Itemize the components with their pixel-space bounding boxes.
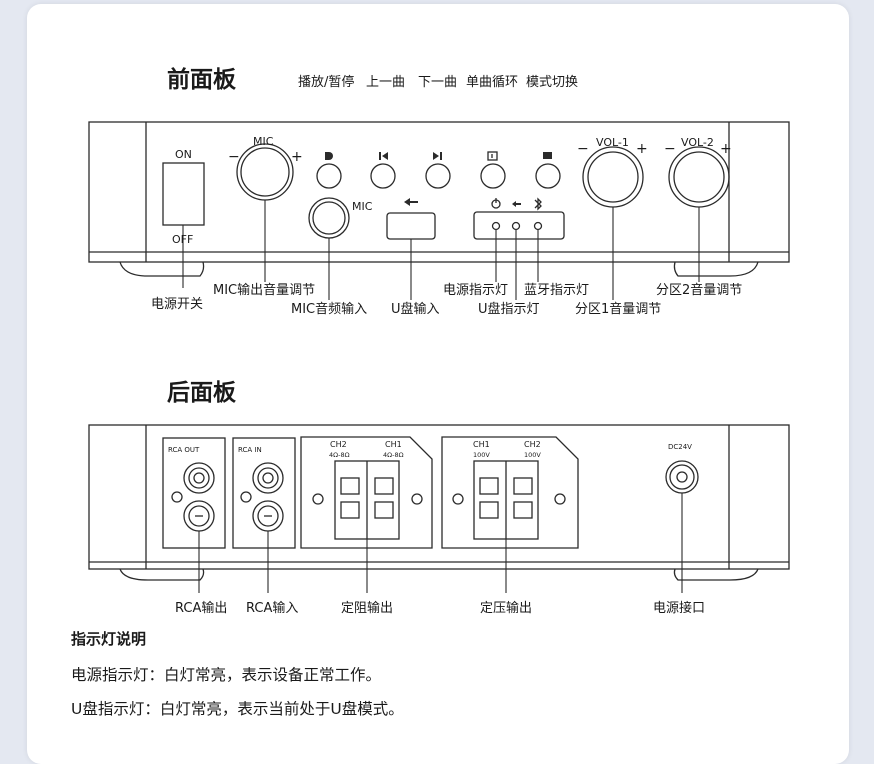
imp-ch1-label: CH1	[385, 440, 402, 449]
next-track-button[interactable]	[425, 163, 451, 189]
fixed-voltage-terminal[interactable]	[441, 436, 579, 549]
single-loop-button[interactable]	[480, 163, 506, 189]
on-label: ON	[175, 148, 192, 161]
prev-icon	[379, 152, 388, 160]
usb-icon	[404, 198, 418, 206]
callout-power-switch: 电源开关	[151, 297, 203, 312]
note-line-power: 电源指示灯：白灯常亮，表示设备正常工作。	[71, 666, 382, 684]
mic-knob-label: MIC	[253, 135, 274, 148]
notes-heading: 指示灯说明	[71, 630, 147, 648]
callout-play-pause: 播放/暂停	[298, 74, 354, 90]
power-indicator-led	[491, 221, 501, 231]
callout-rca-input: RCA输入	[246, 600, 298, 616]
usb-small-icon	[512, 201, 521, 207]
play-pause-button[interactable]	[316, 163, 342, 189]
mic-plus: +	[291, 149, 303, 165]
next-icon	[433, 152, 442, 160]
rca-in-block	[232, 437, 296, 549]
loop-icon	[487, 151, 498, 161]
callout-mode-switch: 模式切换	[526, 75, 578, 90]
rear-panel-title: 后面板	[167, 380, 237, 406]
mic-jack-label: MIC	[352, 200, 373, 213]
rca-out-block	[162, 437, 226, 549]
callout-usb-indicator: U盘指示灯	[478, 301, 540, 317]
callout-prev: 上一曲	[366, 75, 405, 90]
vol1-plus: +	[636, 141, 648, 157]
callout-rca-output: RCA输出	[175, 600, 227, 616]
power-rocker-switch[interactable]	[162, 162, 205, 226]
front-leader-lines	[182, 200, 700, 300]
imp-ohm-b: 4Ω-8Ω	[383, 451, 404, 459]
mode-icon	[543, 152, 552, 159]
play-icon	[325, 152, 333, 160]
bt-indicator-led	[533, 221, 543, 231]
rca-out-jacks[interactable]	[171, 462, 215, 532]
rear-panel-body	[88, 424, 790, 581]
panel-diagram: 前面板 播放/暂停 上一曲 下一曲 单曲循环 模式切换 ON OFF MIC −…	[88, 66, 790, 616]
vol-100v-a: 100V	[473, 451, 490, 459]
bluetooth-icon	[534, 197, 542, 211]
vol2-label: VOL-2	[681, 136, 714, 149]
callout-power-indicator: 电源指示灯	[443, 283, 508, 298]
vol-ch1-label: CH1	[473, 440, 490, 449]
callout-single-loop: 单曲循环	[466, 75, 518, 90]
callout-bt-indicator: 蓝牙指示灯	[524, 283, 589, 298]
imp-ch2-label: CH2	[330, 440, 347, 449]
indicator-notes: 指示灯说明 电源指示灯：白灯常亮，表示设备正常工作。 U盘指示灯：白灯常亮，表示…	[71, 628, 831, 731]
vol1-minus: −	[577, 141, 589, 157]
fixed-impedance-terminal[interactable]	[300, 436, 433, 549]
callout-mic-input: MIC音频输入	[291, 301, 367, 317]
power-icon	[491, 198, 501, 209]
front-panel-title: 前面板	[167, 66, 237, 93]
vol1-label: VOL-1	[596, 136, 629, 149]
imp-ohm-a: 4Ω-8Ω	[329, 451, 350, 459]
vol-ch2-label: CH2	[524, 440, 541, 449]
note-line-usb: U盘指示灯：白灯常亮，表示当前处于U盘模式。	[71, 700, 404, 718]
callout-fixed-impedance: 定阻输出	[341, 600, 393, 616]
callout-power-port: 电源接口	[653, 600, 705, 616]
mode-switch-button[interactable]	[535, 163, 561, 189]
mic-minus: −	[228, 149, 240, 165]
vol2-minus: −	[664, 141, 676, 157]
prev-track-button[interactable]	[370, 163, 396, 189]
vol2-plus: +	[720, 141, 732, 157]
callout-next: 下一曲	[418, 75, 457, 90]
callout-fixed-voltage: 定压输出	[480, 600, 532, 616]
dc-label: DC24V	[668, 443, 692, 451]
callout-mic-volume: MIC输出音量调节	[213, 282, 315, 298]
vol-100v-b: 100V	[524, 451, 541, 459]
callout-zone2: 分区2音量调节	[656, 282, 742, 298]
rca-out-label: RCA OUT	[168, 446, 200, 454]
rca-in-label: RCA IN	[238, 446, 262, 454]
usb-indicator-led	[511, 221, 521, 231]
off-label: OFF	[172, 233, 193, 246]
callout-usb-input: U盘输入	[391, 301, 440, 317]
rear-leader-lines	[198, 493, 683, 593]
callout-zone1: 分区1音量调节	[575, 301, 661, 317]
indicator-strip	[473, 211, 565, 240]
